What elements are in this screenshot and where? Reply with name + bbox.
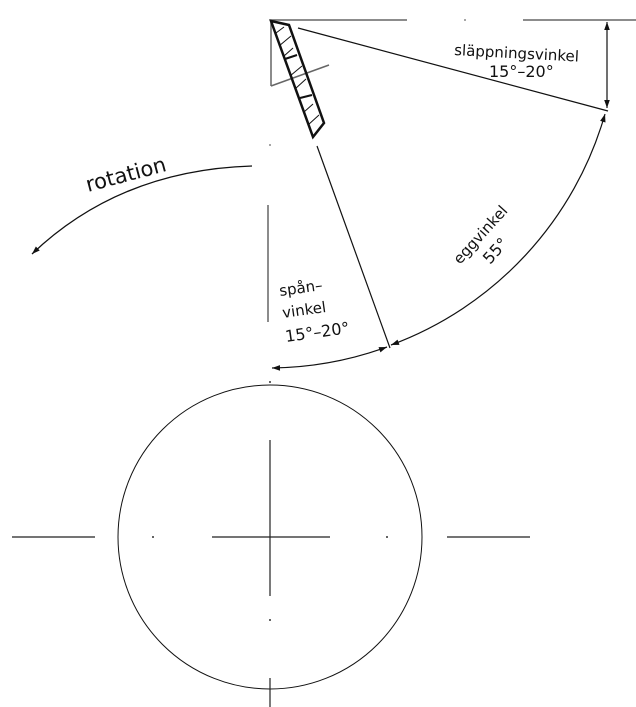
reference-lines <box>267 19 636 322</box>
rotation-arrow <box>31 165 253 255</box>
wedge-angle-name: eggvinkel <box>450 202 512 268</box>
rotation-label: rotation <box>83 152 169 196</box>
rake-angle-name-line2: vinkel <box>281 298 327 322</box>
rake-angle-value: 15°–20° <box>284 318 351 346</box>
wedge-dimension-arc <box>390 113 606 346</box>
cutting-tool-blade <box>269 19 326 140</box>
angle-lines <box>297 27 609 349</box>
dimension-arrows <box>31 22 610 371</box>
rake-dimension-arc <box>271 346 388 371</box>
workpiece <box>12 381 530 707</box>
rake-angle-name-line1: spån– <box>278 276 324 300</box>
clearance-angle-value: 15°–20° <box>489 62 554 81</box>
